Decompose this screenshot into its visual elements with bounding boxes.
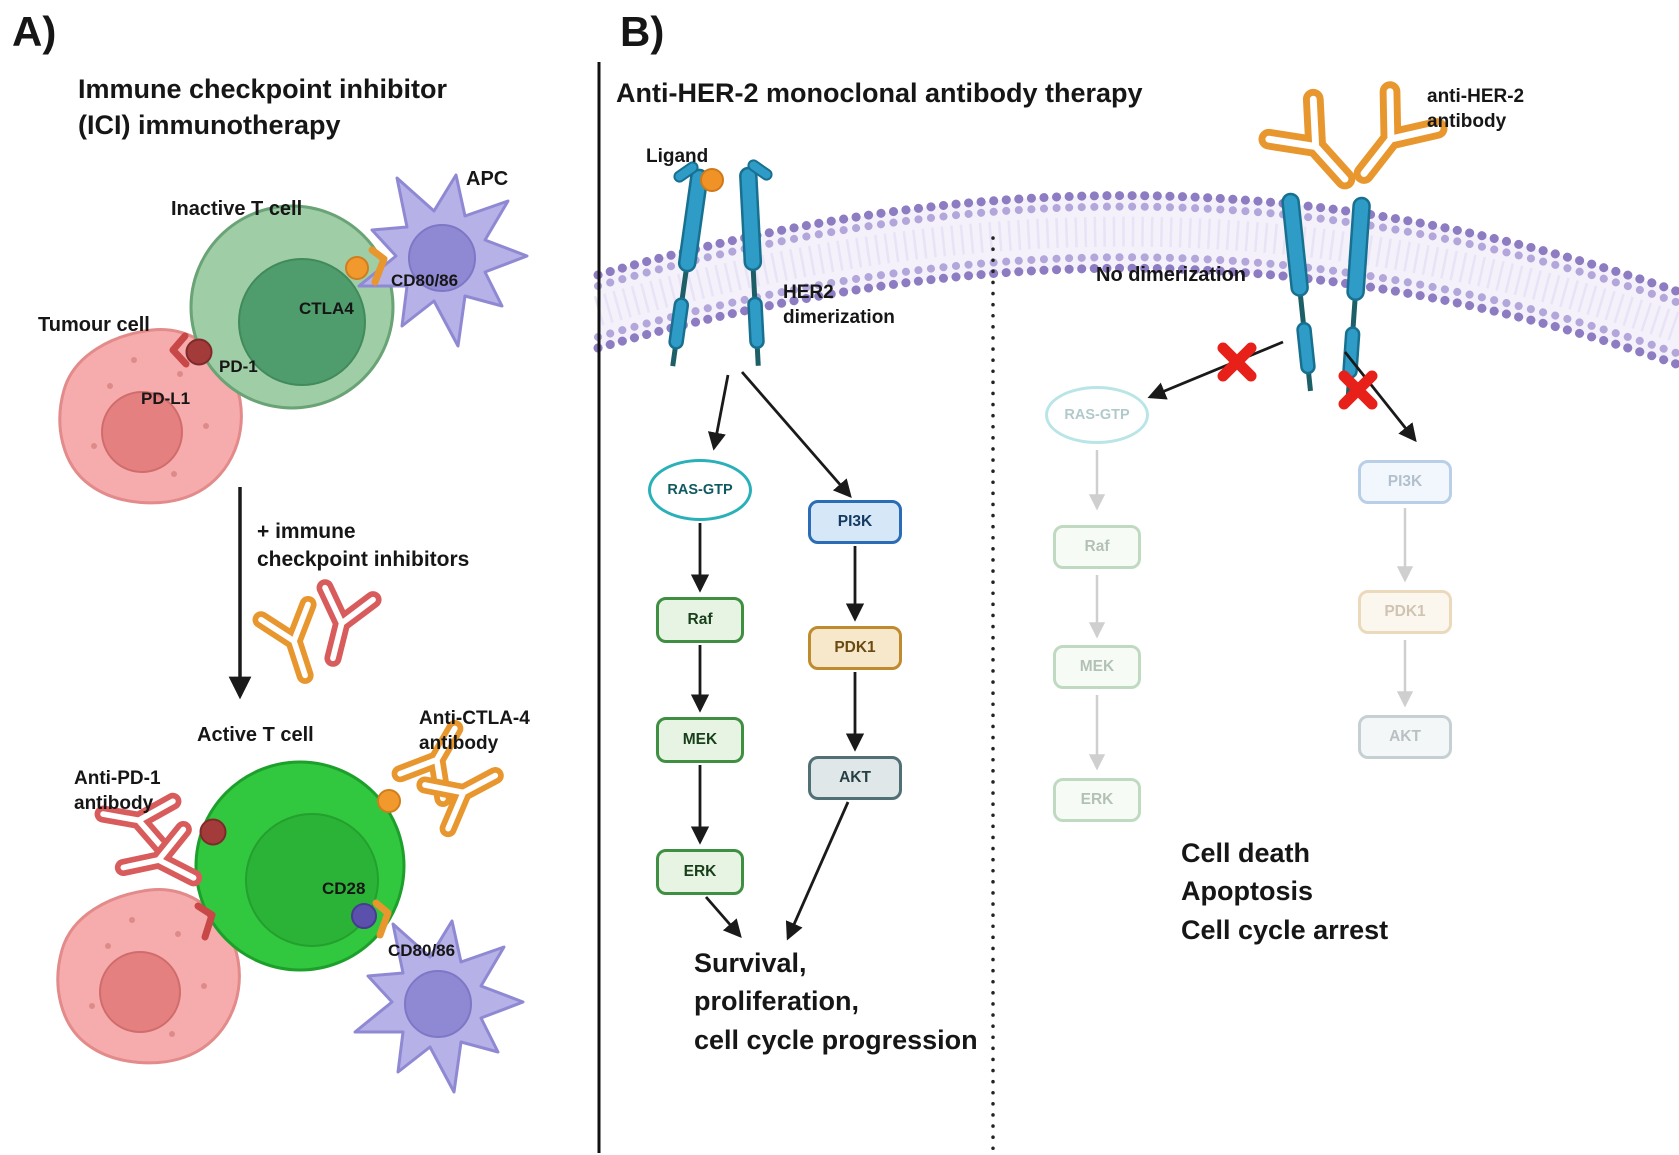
pdl1-label: PD-L1 [141,389,191,408]
panel-b-graphics [665,92,1437,941]
node-pdk1: PDK1 [808,626,902,670]
anti-pd1-label: Anti-PD-1 antibody [74,768,161,815]
faded-cascade-arrows [1088,450,1414,771]
cell-membrane [593,191,1679,370]
apc-label: APC [466,168,509,190]
pd1-label: PD-1 [219,357,258,376]
ctla4-dot [345,256,369,280]
ctla4-label: CTLA4 [299,299,354,318]
cd80-86-top-label: CD80/86 [391,271,459,290]
her2-claw-icon [747,159,773,181]
outcome-blocked-label: Cell death Apoptosis Cell cycle arrest [1181,838,1389,945]
pdl1-bracket-top [169,332,190,368]
node-mek: MEK [656,717,744,763]
node-raf-blocked: Raf [1053,525,1141,569]
pd1-dot-active [199,818,227,846]
cd28-label: CD28 [322,879,366,898]
no-dimerization-label: No dimerization [1096,264,1247,286]
pd1-dot [185,338,213,366]
anti-her2-antibody-icon [1340,92,1437,192]
anti-her2-antibody-label: anti-HER-2 antibody [1427,86,1525,133]
pdl1-bracket-bottom [194,902,216,941]
panel-a-graphics [56,173,529,1094]
cd80-86-bracket-bottom [372,899,392,939]
panel-b-title: Anti-HER-2 monoclonal antibody therapy [616,78,1143,108]
node-pi3k-blocked: PI3K [1358,460,1452,504]
anti-ctla4-label: Anti-CTLA-4 antibody [419,708,530,755]
inactive-t-cell-label: Inactive T cell [171,198,303,220]
node-ras-gtp: RAS-GTP [648,459,752,521]
anti-her2-antibody-icon [1269,99,1367,199]
inactive-t-cell-nucleus [238,258,366,386]
node-ras-gtp-blocked: RAS-GTP [1045,386,1149,444]
node-pi3k: PI3K [808,500,902,544]
tumour-cell-label: Tumour cell [38,314,150,336]
ligand-dot [700,168,724,192]
node-pdk1-blocked: PDK1 [1358,590,1452,634]
free-antibody-orange-icon [261,604,329,683]
cd28-dot [351,903,377,929]
her2-claw-icon [673,161,699,183]
panel-a-title: Immune checkpoint inhibitor (ICI) immuno… [78,74,448,140]
free-antibody-red-icon [309,588,373,664]
active-t-cell-label: Active T cell [197,724,314,746]
node-akt-blocked: AKT [1358,715,1452,759]
node-erk-blocked: ERK [1053,778,1141,822]
node-akt: AKT [808,756,902,800]
cd80-86-bracket-top [368,246,388,286]
ligand-label: Ligand [646,146,709,167]
node-erk: ERK [656,849,744,895]
panel-b-label: B) [620,8,665,55]
active-t-cell-nucleus [245,813,379,947]
node-raf: Raf [656,597,744,643]
outcome-active-label: Survival, proliferation, cell cycle prog… [694,948,978,1055]
ctla4-dot-active [377,789,401,813]
cd80-86-bottom-label: CD80/86 [388,941,456,960]
active-cascade-arrows [690,371,865,941]
panel-a-label: A) [12,8,57,55]
checkpoint-inhibitors-label: + immune checkpoint inhibitors [257,520,470,571]
blocked-x-icon [1223,348,1251,376]
her2-dimerization-label: HER2 dimerization [783,282,895,329]
blocked-signal-arrows [1147,340,1417,443]
node-mek-blocked: MEK [1053,645,1141,689]
